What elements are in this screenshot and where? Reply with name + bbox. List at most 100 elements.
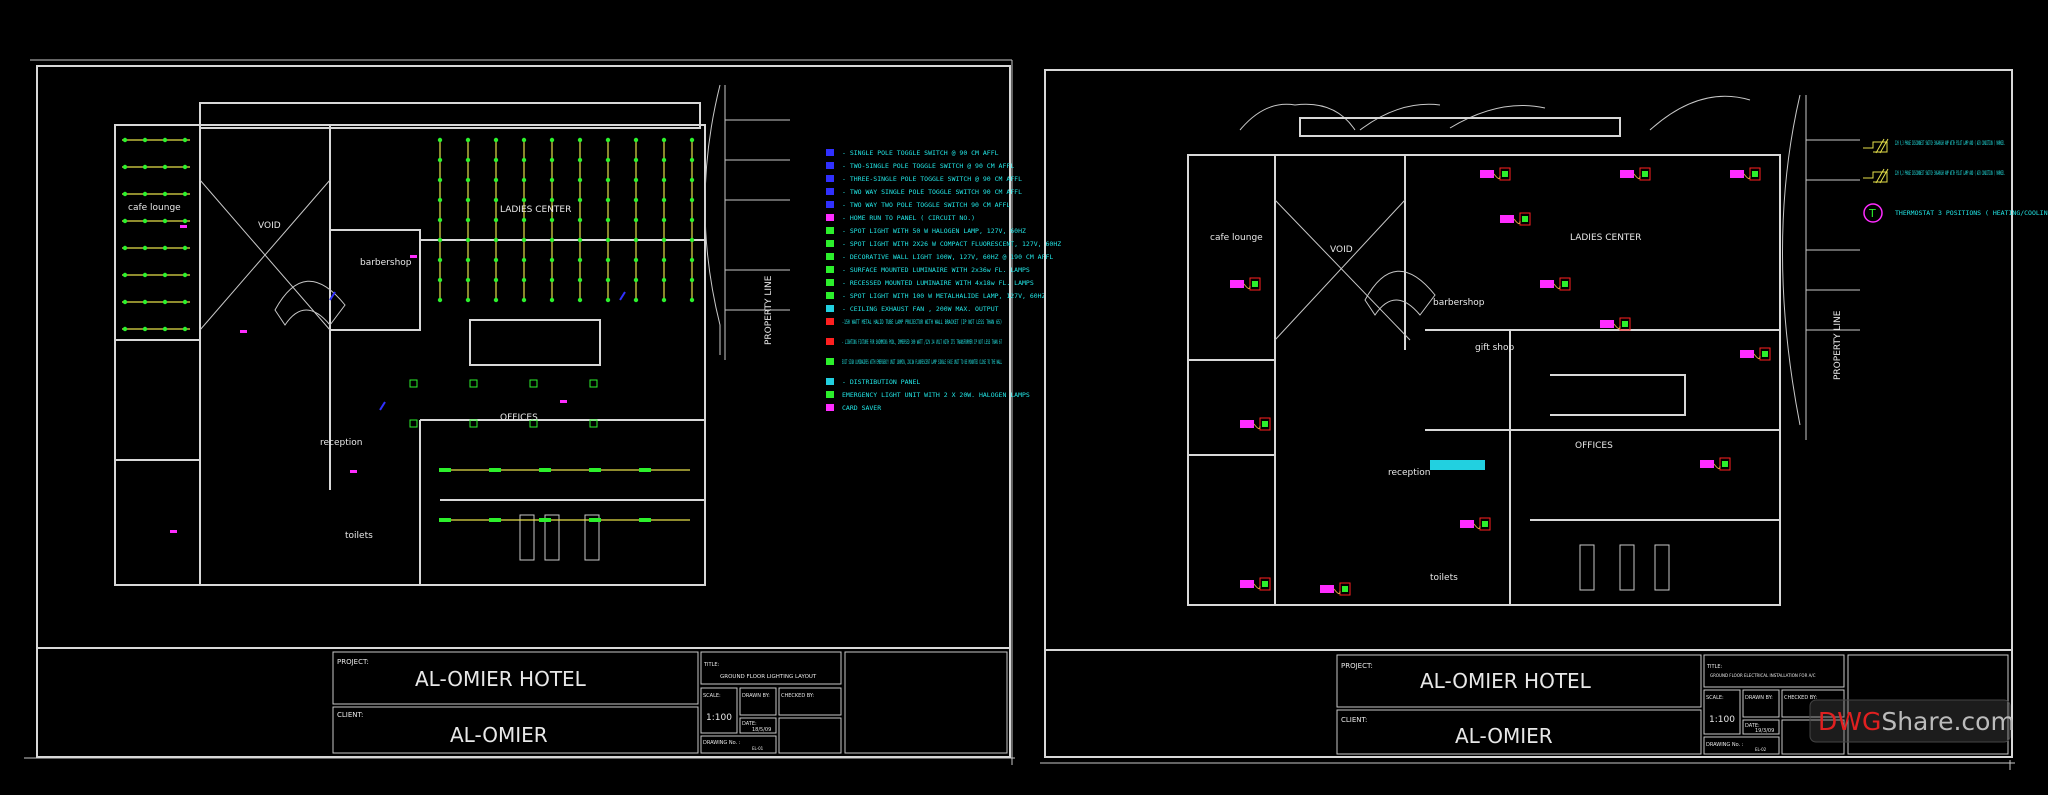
drawing-title: GROUND FLOOR ELECTRICAL INSTALLATION FOR… <box>1710 673 1816 678</box>
room-label-cafe: cafe lounge <box>128 203 181 213</box>
light-fixture <box>142 137 148 143</box>
ac-disconnect-switch <box>1559 277 1571 291</box>
light-fixture <box>661 277 667 283</box>
wiring <box>1253 423 1261 430</box>
fluorescent-fixture <box>439 468 451 472</box>
light-fixture <box>605 177 611 183</box>
pilot-lamp <box>1722 461 1728 467</box>
ac-unit <box>1480 170 1494 178</box>
light-fixture <box>577 257 583 263</box>
property-line-label: PROPERTY LINE <box>1833 310 1843 380</box>
title-block-right: PROJECT: AL-OMIER HOTEL CLIENT: AL-OMIER… <box>1044 649 2013 758</box>
light-fixture <box>142 218 148 224</box>
legend-item: - SINGLE POLE TOGGLE SWITCH @ 90 CM AFFL <box>842 149 999 157</box>
home-run-marker <box>170 530 177 533</box>
light-fixture <box>465 237 471 243</box>
pilot-lamp <box>1262 421 1268 427</box>
project-label: PROJECT: <box>1341 662 1373 670</box>
legend-item: -150 WATT METAL HALID TUBE LAMP PROJECTO… <box>842 318 1002 326</box>
pilot-lamp <box>1622 321 1628 327</box>
light-fixture <box>521 217 527 223</box>
light-fixture <box>661 217 667 223</box>
scale-label: SCALE: <box>1706 695 1724 701</box>
watermark: DWGShare.com <box>1809 699 2015 743</box>
light-fixture <box>549 137 555 143</box>
home-run-marker <box>410 255 417 258</box>
client-name: AL-OMIER <box>1455 724 1553 748</box>
light-fixture <box>605 217 611 223</box>
wiring <box>1493 173 1501 180</box>
fluorescent-fixture <box>639 468 651 472</box>
light-fixture <box>521 257 527 263</box>
legend-ac: 220 V,3 PHASE DISCONNECT SWITCH 30&40&50… <box>1863 138 2048 223</box>
ac-disconnect-switch <box>1519 212 1531 226</box>
light-fixture <box>182 272 188 278</box>
drawing-no-value: EL-01 <box>752 746 764 751</box>
light-fixture <box>549 257 555 263</box>
light-fixture <box>437 257 443 263</box>
recessed-fixture <box>409 379 418 388</box>
light-fixture <box>549 297 555 303</box>
legend-item: - SURFACE MOUNTED LUMINAIRE WITH 2x36w F… <box>842 266 1030 274</box>
recessed-fixture <box>469 419 478 428</box>
legend-symbol-icon <box>826 175 834 182</box>
light-fixture <box>465 297 471 303</box>
light-fixture <box>633 297 639 303</box>
legend-item: - LIGHTING FIXTURE FOR SWIMMING POOL, IM… <box>842 338 1002 346</box>
room-label-offices: OFFICES <box>1575 441 1613 451</box>
fluorescent-fixture <box>539 518 551 522</box>
home-run-marker <box>240 330 247 333</box>
sheet-border <box>1044 69 2013 758</box>
light-fixture <box>437 177 443 183</box>
legend-item: - TWO WAY TWO POLE TOGGLE SWITCH 90 CM A… <box>842 201 1010 209</box>
light-fixture <box>182 137 188 143</box>
ac-disconnect-switch <box>1759 347 1771 361</box>
light-fixture <box>605 297 611 303</box>
legend-symbol-icon <box>826 214 834 221</box>
legend-item: - TWO-SINGLE POLE TOGGLE SWITCH @ 90 CM … <box>842 162 1014 170</box>
light-fixture <box>493 297 499 303</box>
light-fixture <box>465 137 471 143</box>
light-fixture <box>122 299 128 305</box>
light-fixture <box>437 297 443 303</box>
light-fixture <box>549 277 555 283</box>
title-block-left: PROJECT: AL-OMIER HOTEL CLIENT: AL-OMIER… <box>36 647 1011 758</box>
ac-disconnect-switch <box>1749 167 1761 181</box>
light-fixture <box>122 137 128 143</box>
project-label: PROJECT: <box>337 658 369 666</box>
ac-unit <box>1460 520 1474 528</box>
light-fixture <box>437 137 443 143</box>
light-fixture <box>521 137 527 143</box>
ac-unit <box>1240 420 1254 428</box>
drawn-by-label: DRAWN BY: <box>742 693 770 699</box>
stair <box>274 280 346 326</box>
scale-value: 1:100 <box>1709 715 1735 725</box>
legend-ac-item: 220 V,2 PHASE DISCONNECT SWITCH 30&40&50… <box>1895 169 2005 177</box>
light-fixture <box>122 272 128 278</box>
reception-desk <box>1430 460 1485 470</box>
ac-unit <box>1730 170 1744 178</box>
3-phase-switch-icon <box>1863 138 1889 154</box>
room-label-cafe: cafe lounge <box>1210 233 1263 243</box>
light-fixture <box>521 237 527 243</box>
light-fixture <box>605 237 611 243</box>
room-label-barber: barbershop <box>1433 298 1485 308</box>
light-fixture <box>162 191 168 197</box>
light-fixture <box>577 157 583 163</box>
wiring <box>1753 353 1761 360</box>
legend-symbol-icon <box>826 358 834 365</box>
light-fixture <box>689 237 695 243</box>
property-curve <box>704 84 790 360</box>
light-fixture <box>162 218 168 224</box>
drawing-title: GROUND FLOOR LIGHTING LAYOUT <box>720 674 817 680</box>
light-fixture <box>689 157 695 163</box>
light-fixture <box>437 217 443 223</box>
legend-symbol-icon <box>826 338 834 345</box>
pilot-lamp <box>1562 281 1568 287</box>
light-fixture <box>521 197 527 203</box>
switch-symbol <box>329 291 336 301</box>
fluorescent-fixture <box>489 518 501 522</box>
pilot-lamp <box>1762 351 1768 357</box>
switch-symbol <box>619 291 626 301</box>
